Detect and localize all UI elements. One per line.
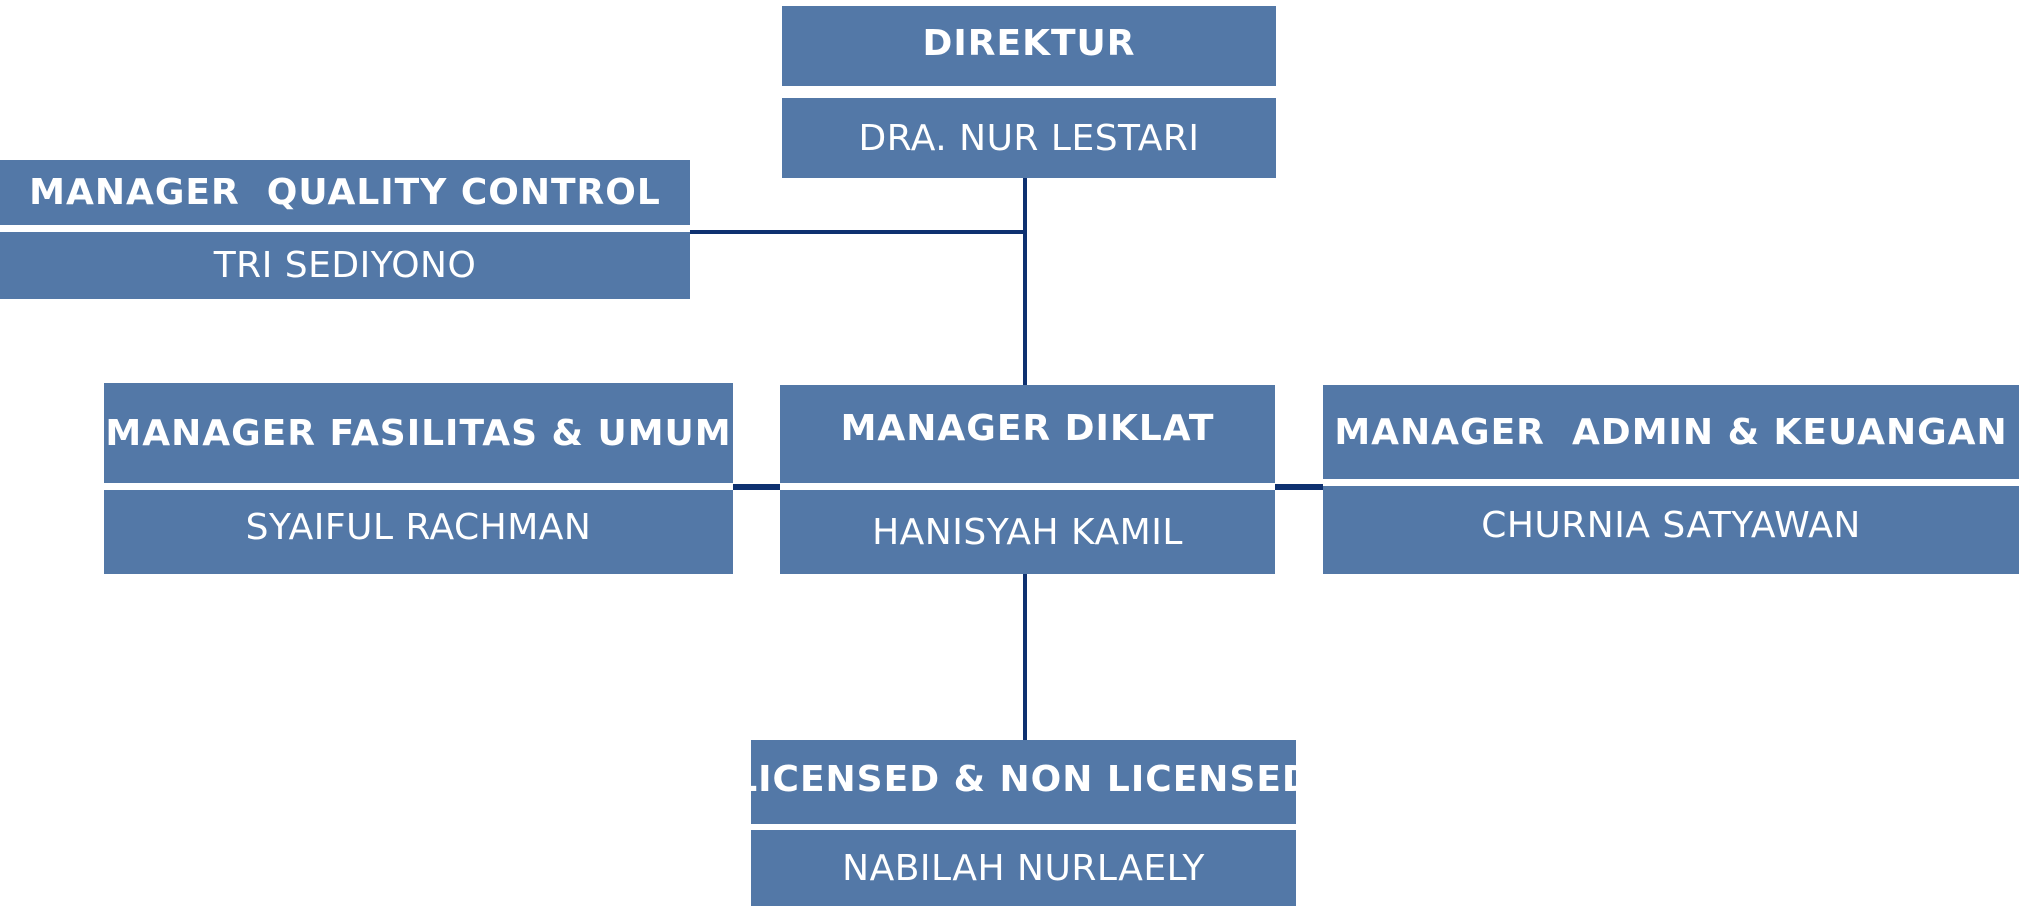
node-licensed: LICENSED & NON LICENSED NABILAH NURLAELY <box>734 740 1312 906</box>
node-quality-control-name: TRI SEDIYONO <box>0 232 690 299</box>
node-quality-control-role: MANAGER QUALITY CONTROL <box>0 160 690 225</box>
node-fasilitas-umum: MANAGER FASILITAS & UMUM SYAIFUL RACHMAN <box>104 383 733 574</box>
node-licensed-name: NABILAH NURLAELY <box>751 830 1296 906</box>
node-admin-keuangan-name: CHURNIA SATYAWAN <box>1323 486 2019 574</box>
node-fasilitas-umum-role: MANAGER FASILITAS & UMUM <box>104 383 733 483</box>
node-direktur-name: DRA. NUR LESTARI <box>782 98 1276 178</box>
node-diklat-name: HANISYAH KAMIL <box>780 490 1275 574</box>
node-diklat: MANAGER DIKLAT HANISYAH KAMIL <box>780 385 1275 574</box>
node-admin-keuangan-role: MANAGER ADMIN & KEUANGAN <box>1323 385 2019 479</box>
node-direktur: DIREKTUR DRA. NUR LESTARI <box>782 6 1276 178</box>
node-licensed-role: LICENSED & NON LICENSED <box>734 740 1312 824</box>
node-diklat-role: MANAGER DIKLAT <box>780 385 1275 483</box>
node-direktur-role: DIREKTUR <box>782 6 1276 86</box>
node-admin-keuangan: MANAGER ADMIN & KEUANGAN CHURNIA SATYAWA… <box>1323 385 2019 574</box>
node-fasilitas-umum-name: SYAIFUL RACHMAN <box>104 490 733 574</box>
node-quality-control: MANAGER QUALITY CONTROL TRI SEDIYONO <box>0 160 690 299</box>
